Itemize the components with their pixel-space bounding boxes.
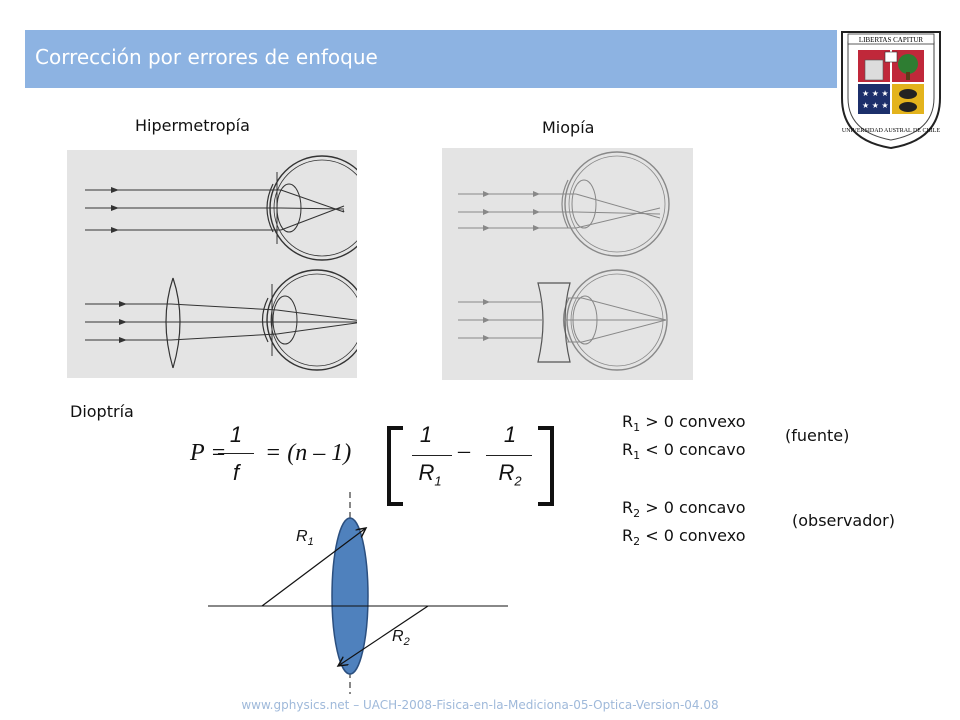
fraction-bar-r2 — [486, 455, 532, 456]
dioptria-label: Dioptría — [70, 402, 134, 421]
formula-n-minus-1: = (n – 1) — [265, 440, 352, 466]
fraction-bar-r1 — [412, 455, 452, 456]
lens-label-r2: R2 — [392, 628, 410, 649]
formula-one-r2: 1 — [503, 422, 517, 447]
condition-r2-negative: R2 < 0 convexo — [622, 526, 746, 549]
footer-source: www.gphysics.net – UACH-2008-Fisica-en-l… — [241, 698, 719, 712]
title-bar — [25, 30, 837, 88]
hipermetropia-diagram — [67, 150, 357, 378]
right-bracket — [538, 426, 554, 506]
university-crest-logo: LIBERTAS CAPITUR ★ ★ ★ ★ ★ ★ UNIVERSIDAD… — [841, 31, 941, 150]
biconvex-lens — [331, 517, 369, 675]
svg-text:★ ★ ★: ★ ★ ★ — [862, 89, 889, 98]
fraction-bar-f — [218, 453, 254, 454]
condition-r1-negative: R1 < 0 concavo — [622, 440, 746, 463]
left-bracket — [387, 426, 403, 506]
condition-r1-positive: R1 > 0 convexo — [622, 412, 746, 435]
lens-label-r1: R1 — [296, 528, 314, 549]
radius-r2-arrow — [338, 605, 429, 666]
formula-numerator-one: 1 — [229, 422, 243, 447]
crest-ring-text: UNIVERSIDAD AUSTRAL DE CHILE — [842, 128, 941, 134]
formula-r1: R1 — [418, 460, 442, 489]
formula-one-r1: 1 — [419, 422, 433, 447]
note-fuente: (fuente) — [785, 426, 850, 445]
formula-minus: – — [458, 438, 470, 464]
hipermetropia-label: Hipermetropía — [135, 116, 250, 135]
condition-r2-positive: R2 > 0 concavo — [622, 498, 746, 521]
note-observador: (observador) — [792, 511, 895, 530]
miopia-diagram — [442, 148, 693, 380]
formula-f: f — [232, 460, 240, 485]
crest-motto: LIBERTAS CAPITUR — [859, 36, 923, 44]
radius-r1-arrow — [261, 528, 366, 607]
formula-r2: R2 — [498, 460, 522, 489]
lens-diagram — [208, 492, 508, 694]
svg-text:★ ★ ★: ★ ★ ★ — [862, 101, 889, 110]
miopia-label: Miopía — [542, 118, 595, 137]
page-title: Corrección por errores de enfoque — [35, 45, 378, 69]
